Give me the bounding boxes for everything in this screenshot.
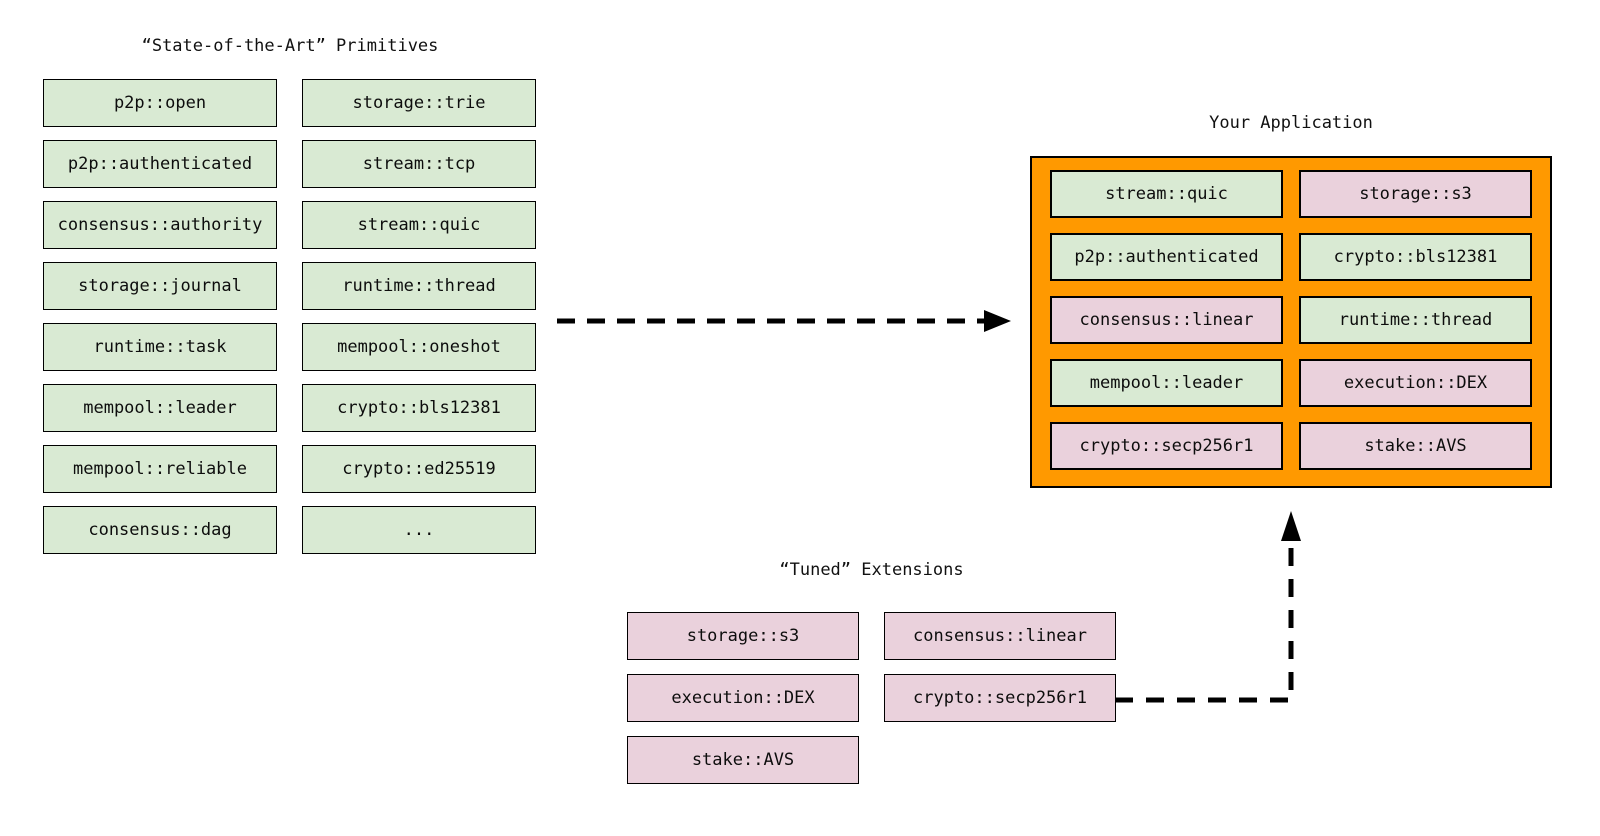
extension-box: crypto::secp256r1 — [884, 674, 1116, 722]
primitive-box: p2p::open — [43, 79, 277, 127]
application-title: Your Application — [1209, 113, 1373, 133]
extensions-column-b: consensus::linear crypto::secp256r1 — [884, 612, 1116, 722]
primitive-box: storage::journal — [43, 262, 277, 310]
application-cell: storage::s3 — [1299, 170, 1532, 218]
application-cell: mempool::leader — [1050, 359, 1283, 407]
extensions-column-a: storage::s3 execution::DEX stake::AVS — [627, 612, 859, 784]
extension-box: storage::s3 — [627, 612, 859, 660]
application-column-b: storage::s3 crypto::bls12381 runtime::th… — [1299, 170, 1532, 470]
primitive-box: storage::trie — [302, 79, 536, 127]
application-column-a: stream::quic p2p::authenticated consensu… — [1050, 170, 1283, 470]
application-cell: stream::quic — [1050, 170, 1283, 218]
extensions-title: “Tuned” Extensions — [779, 560, 964, 580]
application-cell: consensus::linear — [1050, 296, 1283, 344]
primitive-box: mempool::oneshot — [302, 323, 536, 371]
application-cell: execution::DEX — [1299, 359, 1532, 407]
arrowhead-right-icon — [984, 310, 1011, 332]
primitives-column-b: storage::trie stream::tcp stream::quic r… — [302, 79, 536, 554]
application-cell: runtime::thread — [1299, 296, 1532, 344]
arrow-extensions-to-app — [1115, 511, 1301, 703]
primitive-box: stream::quic — [302, 201, 536, 249]
application-cell: crypto::bls12381 — [1299, 233, 1532, 281]
primitive-box: mempool::leader — [43, 384, 277, 432]
arrowhead-up-icon — [1281, 511, 1301, 541]
primitive-box: runtime::thread — [302, 262, 536, 310]
primitive-box: crypto::bls12381 — [302, 384, 536, 432]
extension-box: stake::AVS — [627, 736, 859, 784]
primitive-box: consensus::authority — [43, 201, 277, 249]
primitive-box: p2p::authenticated — [43, 140, 277, 188]
primitives-title: “State-of-the-Art” Primitives — [141, 36, 439, 56]
primitive-box-ellipsis: ... — [302, 506, 536, 554]
arrow-primitives-to-app — [557, 310, 1011, 332]
application-cell: stake::AVS — [1299, 422, 1532, 470]
primitive-box: consensus::dag — [43, 506, 277, 554]
application-cell: p2p::authenticated — [1050, 233, 1283, 281]
application-cell: crypto::secp256r1 — [1050, 422, 1283, 470]
extension-box: consensus::linear — [884, 612, 1116, 660]
primitive-box: mempool::reliable — [43, 445, 277, 493]
extension-box: execution::DEX — [627, 674, 859, 722]
primitive-box: runtime::task — [43, 323, 277, 371]
primitives-column-a: p2p::open p2p::authenticated consensus::… — [43, 79, 277, 554]
primitive-box: crypto::ed25519 — [302, 445, 536, 493]
primitive-box: stream::tcp — [302, 140, 536, 188]
